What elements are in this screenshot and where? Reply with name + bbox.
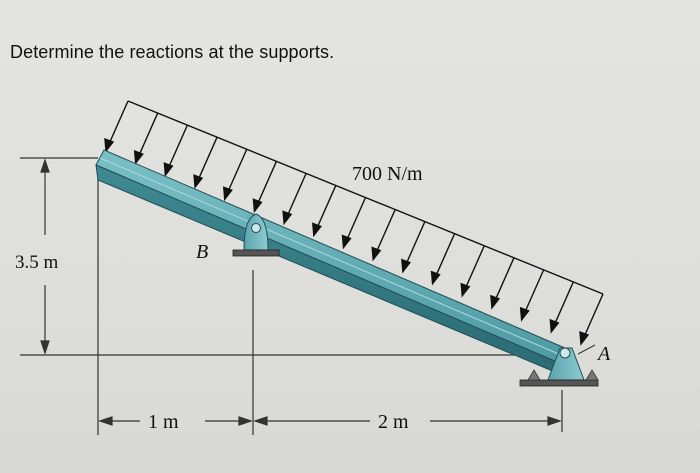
- load-arrow: [523, 269, 545, 314]
- height-label: 3.5 m: [15, 252, 59, 273]
- load-arrow-head: [133, 150, 144, 165]
- load-arrow-head: [460, 282, 471, 298]
- load-arrow: [108, 100, 129, 145]
- load-arrow: [434, 233, 456, 277]
- load-arrow-head: [401, 258, 412, 274]
- support-b: [232, 213, 280, 257]
- load-arrow-head: [222, 186, 233, 202]
- load-arrow: [345, 197, 367, 241]
- load-arrow: [316, 185, 337, 229]
- load-label: 700 N/m: [352, 163, 423, 185]
- load-arrow-head: [519, 306, 530, 322]
- reference-lines: [20, 157, 563, 435]
- load-arrow-head: [490, 294, 501, 310]
- load-arrow-head: [371, 246, 382, 262]
- load-arrow: [583, 293, 604, 338]
- load-arrow: [405, 221, 426, 265]
- load-arrow: [197, 136, 218, 181]
- load-arrow: [227, 148, 248, 193]
- load-arrow-head: [430, 270, 441, 286]
- support-b-label: B: [196, 241, 208, 263]
- load-arrow-head: [193, 174, 204, 190]
- distributed-load: [104, 100, 604, 346]
- load-arrow: [138, 112, 159, 157]
- question-text: Determine the reactions at the supports.: [10, 42, 335, 62]
- inclined-beam: [95, 149, 566, 373]
- load-arrow: [494, 257, 515, 302]
- horizontal-dimension: [98, 416, 562, 426]
- load-arrow: [167, 124, 189, 169]
- load-arrow-head: [341, 234, 352, 250]
- load-arrow-head: [252, 198, 263, 214]
- support-a: [519, 344, 599, 387]
- dim-left-label: 1 m: [148, 411, 179, 433]
- load-arrow: [464, 245, 485, 290]
- load-arrow-head: [104, 137, 115, 153]
- support-a-label: A: [596, 343, 611, 365]
- load-arrow-head: [549, 318, 560, 334]
- dim-right-label: 2 m: [378, 411, 409, 433]
- load-arrow: [553, 281, 574, 326]
- load-arrow: [286, 173, 307, 217]
- load-arrow-head: [282, 210, 293, 226]
- load-arrow-head: [163, 162, 174, 177]
- load-arrow: [256, 161, 278, 205]
- load-arrow-head: [312, 222, 322, 238]
- height-dimension: [40, 158, 50, 355]
- load-arrow-head: [579, 330, 590, 346]
- load-arrow: [375, 209, 396, 253]
